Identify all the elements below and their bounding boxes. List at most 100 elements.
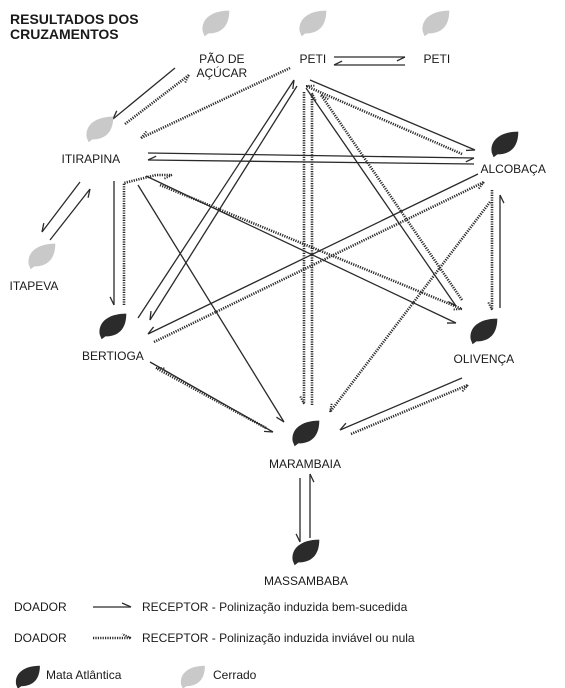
arrow-head (309, 473, 315, 483)
node-label-line: BERTIOGA (82, 349, 144, 363)
node-label-peti2: PETI (424, 52, 451, 66)
itapeva-cerrado-leaf-icon (28, 243, 56, 270)
node-label-line: ALCOBAÇA (480, 162, 546, 176)
arrow-head (149, 310, 152, 321)
edge-marambaia-to-peti-failure (310, 92, 317, 405)
legend-row-2-desc: - Polinização induzida inviável ou nula (208, 631, 415, 645)
node-label-line: PÃO DE (199, 52, 245, 66)
edges-layer (41, 56, 505, 543)
arrow-head (292, 79, 295, 90)
edge-itirapina-to-pao-failure (124, 73, 190, 126)
edge-olivenca-to-peti-failure (319, 94, 464, 301)
arrow-head (396, 56, 406, 62)
edge-peti-to-itirapina-failure (140, 66, 291, 140)
arrow-head (140, 130, 148, 139)
edge-itirapina-to-alcobaca-success (147, 152, 475, 163)
edge-alcobaca-to-bertioga-success (147, 173, 479, 335)
edge-massambaba-to-marambaia-success (309, 473, 315, 538)
arrow-head (184, 74, 190, 84)
arrow-head (295, 533, 301, 543)
edge-marambaia-to-massambaba-success (295, 478, 301, 543)
arrow-head (329, 402, 333, 413)
node-label-bertioga: BERTIOGA (82, 349, 144, 363)
title-line-1: RESULTADOS DOS (10, 11, 139, 27)
node-label-peti: PETI (300, 52, 327, 66)
arrow-head (477, 181, 485, 190)
icons-layer (28, 10, 519, 566)
edge-alcobaca-to-itirapina-success (147, 155, 475, 165)
legend-row-2-text: RECEPTOR - Polinização induzida inviável… (142, 631, 415, 645)
pao-cerrado-leaf-icon (202, 10, 230, 37)
edge-olivenca-to-alcobaca-success (499, 194, 505, 308)
title-line-2: CRUZAMENTOS (10, 26, 119, 42)
legend-cerrado-leaf-icon (180, 665, 205, 688)
massambaba-mata-atlantica-leaf-icon (292, 539, 320, 566)
node-label-line: PETI (299, 52, 327, 66)
arrow-head (487, 301, 493, 311)
edge-itapeva-to-itirapina-success (49, 188, 91, 241)
node-label-alcobaca: ALCOBAÇA (481, 162, 546, 176)
peti-cerrado-leaf-icon (299, 10, 327, 37)
legend-row-2-donor: DOADOR (14, 631, 67, 645)
arrow-head (109, 296, 115, 306)
edge-marambaia-to-bertioga-failure (155, 366, 267, 430)
arrow-head (147, 155, 157, 161)
node-label-marambaia: MARAMBAIA (269, 457, 341, 471)
node-label-itirapina: ITIRAPINA (62, 152, 121, 166)
arrow-head (339, 422, 347, 431)
edge-itirapina-to-olivenca-success (145, 175, 457, 324)
node-label-line: ITAPEVA (9, 279, 59, 293)
edge-itirapina-to-olivenca-failure (159, 183, 463, 311)
arrow-head (87, 188, 91, 198)
node-label-line: OLIVENÇA (453, 352, 515, 366)
node-label-massambaba: MASSAMBABA (264, 574, 348, 588)
edge-bertioga-to-alcobaca-failure (153, 180, 485, 344)
edge-bertioga-to-peti-success (137, 79, 295, 319)
arrow-head (499, 194, 505, 204)
edge-peti-to-bertioga-success (149, 85, 298, 321)
node-label-line: ITIRAPINA (61, 152, 121, 166)
legend-row-1-desc: - Polinização induzida bem-sucedida (208, 600, 408, 614)
edge-pao-to-itirapina-success (112, 67, 176, 120)
arrow-head (41, 223, 45, 233)
marambaia-mata-atlantica-leaf-icon (292, 420, 320, 447)
arrow-head (263, 430, 274, 433)
arrow-head (465, 157, 475, 163)
node-label-line: PETI (423, 52, 451, 66)
arrow-head (320, 94, 330, 101)
bertioga-mata-atlantica-leaf-icon (99, 313, 127, 340)
peti2-cerrado-leaf-icon (422, 10, 450, 37)
node-label-line: MARAMBAIA (269, 457, 342, 471)
legend-cerrado-label: Cerrado (213, 668, 257, 682)
edge-bertioga-to-itirapina-failure (122, 173, 173, 305)
node-label-line: AÇÚCAR (196, 66, 248, 80)
arrow-head (333, 60, 343, 66)
edge-peti-to-alcobaca-success (309, 79, 476, 152)
edge-peti-to-peti2-success (334, 56, 406, 62)
edge-peti-to-marambaia-failure (299, 92, 306, 405)
edge-alcobaca-to-marambaia-failure (328, 201, 492, 413)
edge-itirapina-to-bertioga-success (109, 181, 115, 306)
legend-failure-arrow (93, 633, 132, 640)
edge-marambaia-to-olivenca-failure (350, 383, 469, 436)
diagram-title: RESULTADOS DOS CRUZAMENTOS (10, 12, 139, 42)
legend-mata-atlantica-leaf-icon (15, 665, 40, 688)
arrow-head (461, 384, 469, 393)
legend-layer (15, 602, 205, 688)
edge-itirapina-to-itapeva-success (41, 181, 81, 233)
edge-alcobaca-to-olivenca-failure (487, 190, 494, 311)
edge-peti2-to-peti-success (333, 60, 405, 66)
legend-mata-atlantica-label: Mata Atlântica (46, 668, 122, 682)
itirapina-cerrado-leaf-icon (86, 116, 114, 143)
node-label-itapeva: ITAPEVA (10, 279, 59, 293)
edge-peti-to-olivenca-success (305, 87, 457, 307)
edge-olivenca-to-marambaia-success (339, 377, 463, 431)
olivenca-mata-atlantica-leaf-icon (470, 318, 498, 345)
edge-alcobaca-to-peti-failure (305, 84, 463, 156)
arrow-head (163, 174, 173, 180)
arrow-head (276, 416, 285, 423)
arrow-head (311, 92, 317, 102)
node-label-line: MASSAMBABA (264, 574, 349, 588)
